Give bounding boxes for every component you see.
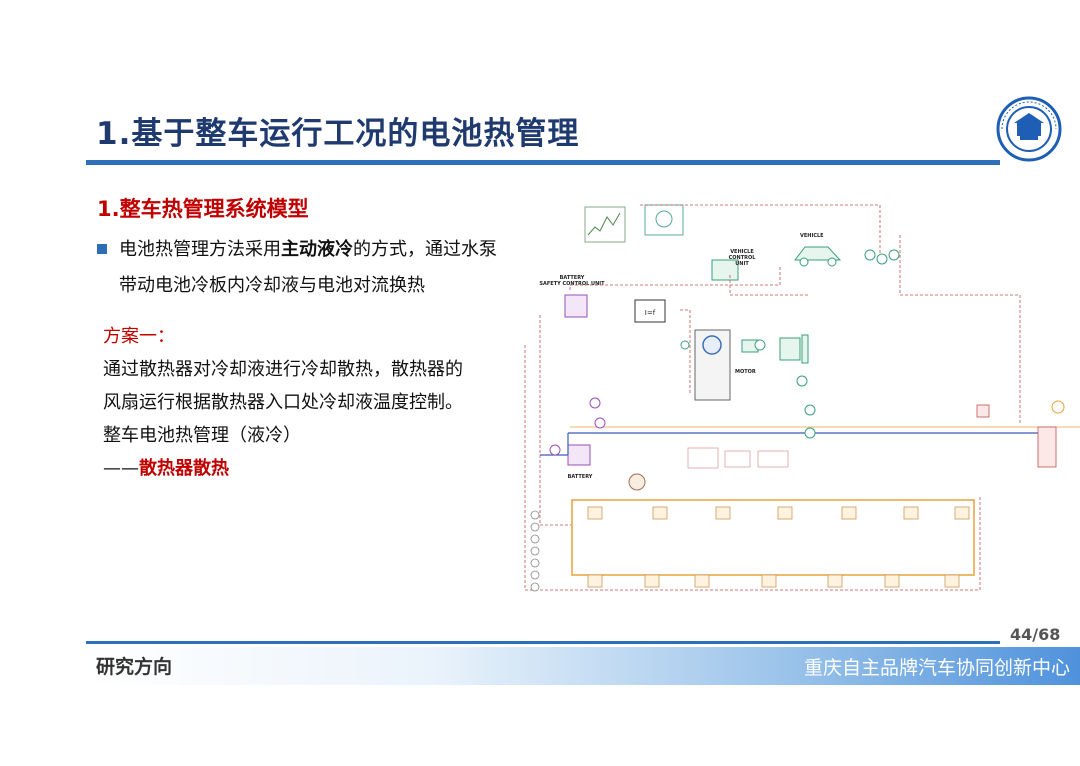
title-underline [86,160,1000,165]
plan-label: 方案一： [103,326,175,347]
footer-right-text: 重庆自主品牌汽车协同创新中心 [803,657,1070,679]
page-number: 44/68 [1010,625,1061,644]
bullet-bold: 主动液冷 [281,239,353,260]
vehicle-label: VEHICLE [800,233,824,239]
converter-block [634,299,666,323]
section-heading: 1.整车热管理系统模型 [97,197,309,221]
plan-block: 方案一： 通过散热器对冷却液进行冷却散热，散热器的风扇运行根据散热器入口处冷却液… [103,320,463,485]
plan-dash: —— [103,458,139,479]
slide-title: 1.基于整车运行工况的电池热管理 [96,116,580,152]
svg-text:I=f: I=f [645,309,656,317]
footer-divider [86,641,1000,644]
footer-band [86,647,1080,685]
university-logo-icon [996,96,1062,162]
motor-label: MOTOR [735,369,756,375]
vehicle-car-icon [793,246,842,261]
battery-label: BATTERY [568,474,593,480]
footer-left-text: 研究方向 [96,656,173,678]
profile-chart-block [584,206,626,243]
plan-subtitle: 整车电池热管理（液冷） [103,425,301,446]
bullet-paragraph: 电池热管理方法采用主动液冷的方式，通过水泵带动电池冷板内冷却液与电池对流换热 [97,232,512,304]
bullet-text-2: 的方式，通过水泵带动电池冷板内冷却液与电池对流换热 [119,239,497,296]
bscu-block [564,294,588,318]
bullet-square-icon [97,244,107,254]
gauge-icon [628,473,646,491]
plan-emphasis-line: ——散热器散热 [103,452,463,485]
driver-block [644,204,684,236]
bullet-text-1: 电池热管理方法采用 [119,239,281,260]
plan-emphasis: 散热器散热 [139,458,229,479]
plan-description: 通过散热器对冷却液进行冷却散热，散热器的风扇运行根据散热器入口处冷却液温度控制。 [103,359,463,413]
battery-block [567,444,591,466]
heat-exchanger-block [1037,426,1057,468]
vcu-block [711,259,739,281]
